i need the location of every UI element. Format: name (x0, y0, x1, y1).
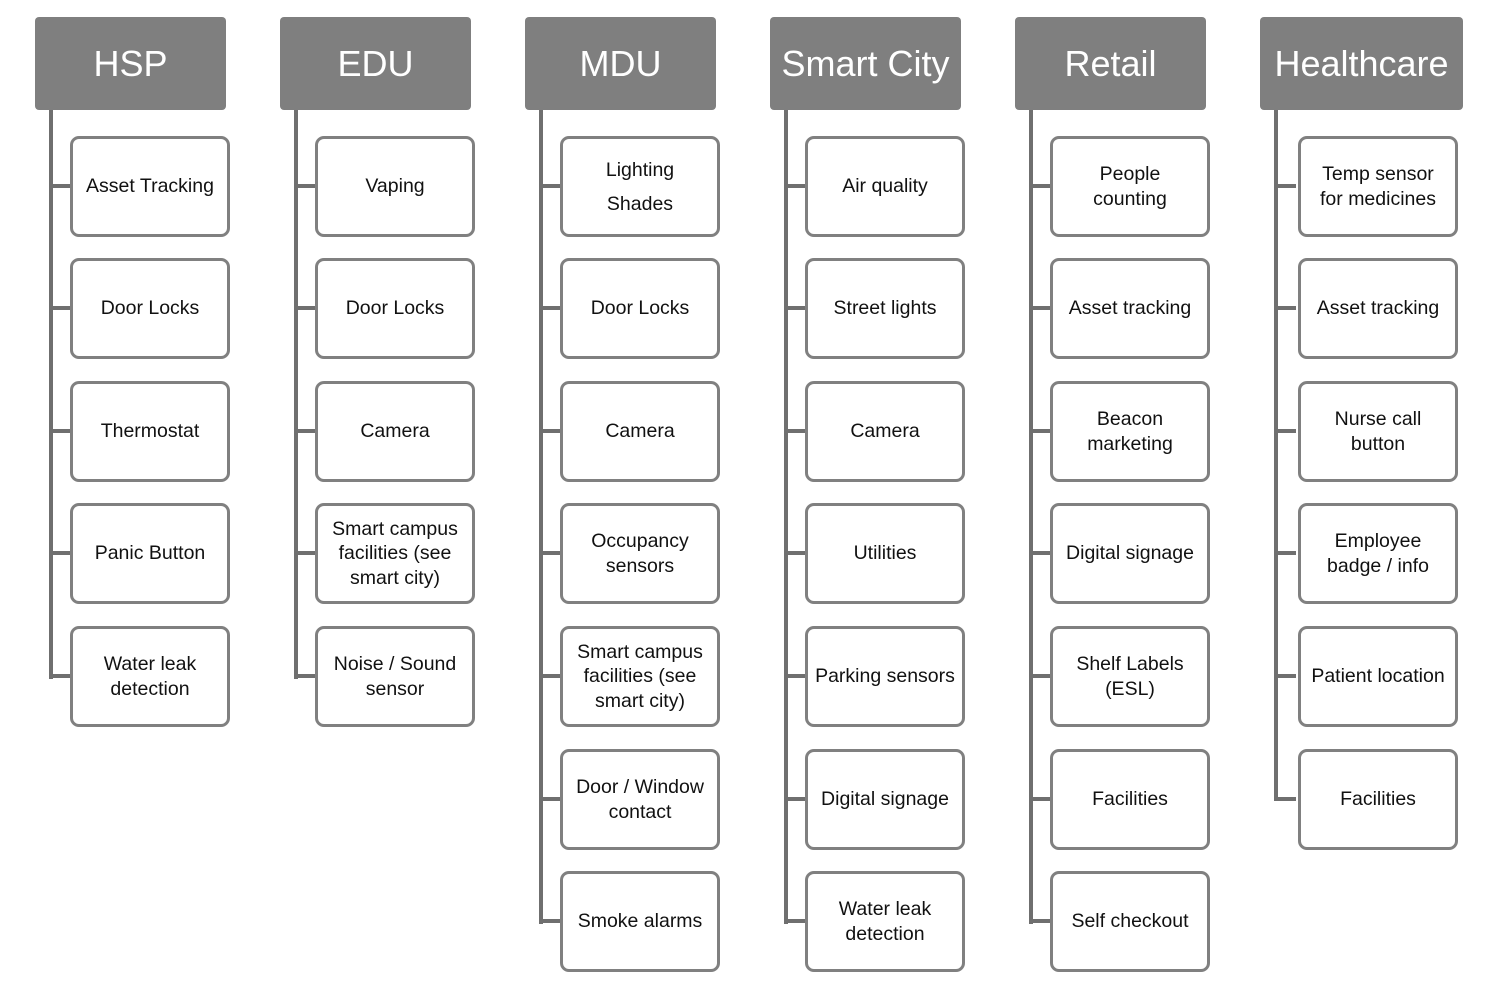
connector-tick (1274, 306, 1296, 310)
item-box: Nurse call button (1298, 381, 1458, 482)
connector-tick (539, 797, 561, 801)
column-header: Retail (1015, 17, 1206, 110)
connector-tick (1274, 797, 1296, 801)
item-box: Asset tracking (1298, 258, 1458, 359)
item-box: Employee badge / info (1298, 503, 1458, 604)
connector-tick (784, 184, 806, 188)
column-hsp: HSP Asset Tracking Door Locks Thermostat… (35, 0, 275, 981)
connector-tick (1274, 184, 1296, 188)
connector-tick (1029, 797, 1051, 801)
item-box: Camera (315, 381, 475, 482)
connector-tick (294, 184, 316, 188)
item-box: Door Locks (315, 258, 475, 359)
connector-spine (49, 110, 53, 679)
connector-tick (294, 429, 316, 433)
item-box: Self checkout (1050, 871, 1210, 972)
column-header: Healthcare (1260, 17, 1463, 110)
connector-tick (294, 674, 316, 678)
connector-tick (1274, 674, 1296, 678)
connector-spine (539, 110, 543, 924)
connector-tick (1029, 429, 1051, 433)
item-box: Smart campus facilities (see smart city) (560, 626, 720, 727)
connector-tick (784, 429, 806, 433)
item-box: Thermostat (70, 381, 230, 482)
connector-tick (539, 919, 561, 923)
item-box: Temp sensor for medicines (1298, 136, 1458, 237)
connector-tick (539, 551, 561, 555)
item-box: Water leak detection (70, 626, 230, 727)
connector-spine (1274, 110, 1278, 801)
connector-tick (1029, 306, 1051, 310)
item-box: Air quality (805, 136, 965, 237)
connector-tick (49, 551, 71, 555)
column-retail: Retail People counting Asset tracking Be… (1015, 0, 1255, 981)
connector-tick (784, 674, 806, 678)
column-header: EDU (280, 17, 471, 110)
connector-tick (1029, 184, 1051, 188)
connector-tick (1029, 919, 1051, 923)
connector-tick (49, 306, 71, 310)
item-box: Smoke alarms (560, 871, 720, 972)
connector-tick (49, 674, 71, 678)
connector-tick (539, 306, 561, 310)
connector-tick (784, 797, 806, 801)
item-box: Facilities (1050, 749, 1210, 850)
item-box: Digital signage (805, 749, 965, 850)
item-box: Lighting Shades (560, 136, 720, 237)
item-box: Digital signage (1050, 503, 1210, 604)
connector-spine (294, 110, 298, 679)
column-mdu: MDU Lighting Shades Door Locks Camera Oc… (525, 0, 765, 981)
connector-tick (1029, 551, 1051, 555)
column-header: MDU (525, 17, 716, 110)
item-box: Utilities (805, 503, 965, 604)
item-box: Noise / Sound sensor (315, 626, 475, 727)
column-header: Smart City (770, 17, 961, 110)
connector-tick (294, 306, 316, 310)
connector-tick (1029, 674, 1051, 678)
connector-tick (1274, 551, 1296, 555)
connector-tick (1274, 429, 1296, 433)
connector-tick (539, 184, 561, 188)
item-box: Facilities (1298, 749, 1458, 850)
item-box: Door / Window contact (560, 749, 720, 850)
item-box: Beacon marketing (1050, 381, 1210, 482)
column-edu: EDU Vaping Door Locks Camera Smart campu… (280, 0, 520, 981)
item-box: Street lights (805, 258, 965, 359)
connector-tick (784, 306, 806, 310)
connector-spine (1029, 110, 1033, 924)
item-box: Camera (560, 381, 720, 482)
connector-tick (49, 184, 71, 188)
item-box: Vaping (315, 136, 475, 237)
item-box: Water leak detection (805, 871, 965, 972)
connector-tick (539, 674, 561, 678)
item-box: Door Locks (560, 258, 720, 359)
item-box: Panic Button (70, 503, 230, 604)
connector-tick (294, 551, 316, 555)
connector-tick (784, 551, 806, 555)
connector-tick (539, 429, 561, 433)
connector-tick (49, 429, 71, 433)
item-box: Door Locks (70, 258, 230, 359)
column-smart-city: Smart City Air quality Street lights Cam… (770, 0, 1010, 981)
connector-tick (784, 919, 806, 923)
item-box: Smart campus facilities (see smart city) (315, 503, 475, 604)
item-box: Patient location (1298, 626, 1458, 727)
column-healthcare: Healthcare Temp sensor for medicines Ass… (1260, 0, 1500, 981)
column-header: HSP (35, 17, 226, 110)
item-box: Asset Tracking (70, 136, 230, 237)
item-box: Shelf Labels (ESL) (1050, 626, 1210, 727)
item-box: Parking sensors (805, 626, 965, 727)
item-box: People counting (1050, 136, 1210, 237)
item-box: Asset tracking (1050, 258, 1210, 359)
item-box: Occupancy sensors (560, 503, 720, 604)
connector-spine (784, 110, 788, 924)
item-box: Camera (805, 381, 965, 482)
